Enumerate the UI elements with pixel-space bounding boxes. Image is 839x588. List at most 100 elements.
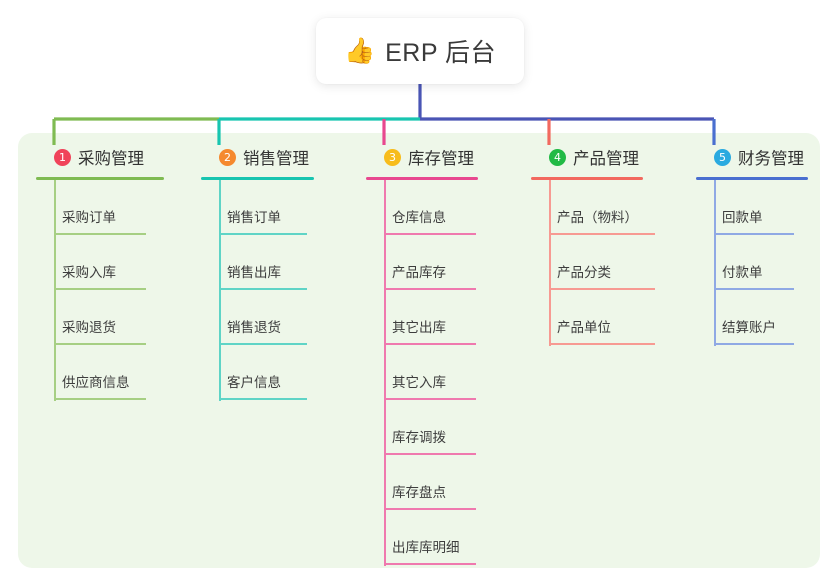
leaf-item[interactable]: 付款单	[696, 235, 808, 291]
leaf-label: 仓库信息	[392, 210, 446, 225]
leaf-item[interactable]: 产品（物料）	[531, 180, 655, 236]
leaf-label: 销售退货	[227, 320, 281, 335]
leaf-label: 库存盘点	[392, 485, 446, 500]
leaf-label: 其它入库	[392, 375, 446, 390]
leaf-label: 库存调拨	[392, 430, 446, 445]
leaf-item[interactable]: 销售出库	[201, 235, 314, 291]
leaf-spine	[54, 235, 56, 291]
leaf-label: 付款单	[722, 265, 763, 280]
branch-number-badge: 2	[219, 148, 236, 166]
leaf-underline	[384, 233, 476, 235]
branch-title: 财务管理	[738, 150, 804, 168]
leaf-spine	[384, 290, 386, 346]
leaf-underline	[714, 343, 794, 345]
leaf-underline	[714, 233, 794, 235]
leaf-underline	[54, 398, 146, 400]
leaf-spine	[384, 455, 386, 511]
leaf-spine	[549, 290, 551, 346]
branch-title: 销售管理	[243, 150, 309, 168]
leaf-label: 采购退货	[62, 320, 116, 335]
leaf-item[interactable]: 产品分类	[531, 235, 655, 291]
leaf-item[interactable]: 销售订单	[201, 180, 314, 236]
root-node-card[interactable]: 👍 ERP 后台	[316, 18, 524, 84]
leaf-underline	[549, 233, 655, 235]
leaf-spine	[54, 290, 56, 346]
leaf-item[interactable]: 其它入库	[366, 345, 478, 401]
leaf-item[interactable]: 采购订单	[36, 180, 164, 236]
leaf-item[interactable]: 库存盘点	[366, 455, 478, 511]
leaf-item[interactable]: 供应商信息	[36, 345, 164, 401]
leaf-spine	[54, 180, 56, 236]
leaf-item[interactable]: 产品库存	[366, 235, 478, 291]
leaf-spine	[384, 510, 386, 566]
leaf-item[interactable]: 仓库信息	[366, 180, 478, 236]
leaf-label: 采购订单	[62, 210, 116, 225]
branch-underline	[36, 177, 164, 180]
leaf-spine	[549, 235, 551, 291]
branch-header-3[interactable]: 3 库存管理	[366, 144, 478, 170]
leaf-underline	[219, 233, 307, 235]
branch-number-badge: 1	[54, 148, 71, 166]
leaf-underline	[384, 343, 476, 345]
leaf-spine	[219, 235, 221, 291]
branch-underline	[696, 177, 808, 180]
leaf-underline	[384, 453, 476, 455]
leaf-spine	[384, 400, 386, 456]
leaf-item[interactable]: 产品单位	[531, 290, 655, 346]
leaf-underline	[384, 288, 476, 290]
leaf-underline	[54, 343, 146, 345]
leaf-label: 供应商信息	[62, 375, 130, 390]
leaf-item[interactable]: 库存调拨	[366, 400, 478, 456]
branch-header-2[interactable]: 2 销售管理	[201, 144, 314, 170]
leaf-item[interactable]: 销售退货	[201, 290, 314, 346]
leaf-spine	[714, 290, 716, 346]
leaf-underline	[219, 288, 307, 290]
leaf-underline	[219, 398, 307, 400]
branch-column-3: 3 库存管理仓库信息产品库存其它出库其它入库库存调拨库存盘点出库库明细	[366, 144, 478, 566]
leaf-spine	[384, 180, 386, 236]
leaf-underline	[384, 563, 476, 565]
leaf-underline	[54, 288, 146, 290]
leaf-label: 产品库存	[392, 265, 446, 280]
branch-title: 产品管理	[573, 150, 639, 168]
leaf-item[interactable]: 结算账户	[696, 290, 808, 346]
leaf-item[interactable]: 采购退货	[36, 290, 164, 346]
leaf-spine	[219, 345, 221, 401]
branch-number-badge: 4	[549, 148, 566, 166]
leaf-spine	[384, 235, 386, 291]
leaf-spine	[549, 180, 551, 236]
leaf-spine	[384, 345, 386, 401]
branch-header-4[interactable]: 4 产品管理	[531, 144, 643, 170]
root-node-title: ERP 后台	[385, 39, 497, 67]
leaf-label: 结算账户	[722, 320, 776, 335]
leaf-item[interactable]: 出库库明细	[366, 510, 478, 566]
leaf-underline	[54, 233, 146, 235]
leaf-label: 客户信息	[227, 375, 281, 390]
leaf-underline	[219, 343, 307, 345]
leaf-spine	[54, 345, 56, 401]
leaf-label: 采购入库	[62, 265, 116, 280]
leaf-spine	[219, 290, 221, 346]
leaf-spine	[714, 235, 716, 291]
branch-title: 库存管理	[408, 150, 474, 168]
leaf-label: 其它出库	[392, 320, 446, 335]
leaf-item[interactable]: 客户信息	[201, 345, 314, 401]
branch-number-badge: 3	[384, 148, 401, 166]
leaf-item[interactable]: 回款单	[696, 180, 808, 236]
leaf-spine	[714, 180, 716, 236]
leaf-label: 销售出库	[227, 265, 281, 280]
leaf-underline	[384, 398, 476, 400]
leaf-underline	[384, 508, 476, 510]
leaf-item[interactable]: 采购入库	[36, 235, 164, 291]
leaf-underline	[714, 288, 794, 290]
leaf-label: 销售订单	[227, 210, 281, 225]
leaf-spine	[219, 180, 221, 236]
leaf-item[interactable]: 其它出库	[366, 290, 478, 346]
branch-underline	[531, 177, 643, 180]
leaf-label: 产品单位	[557, 320, 611, 335]
